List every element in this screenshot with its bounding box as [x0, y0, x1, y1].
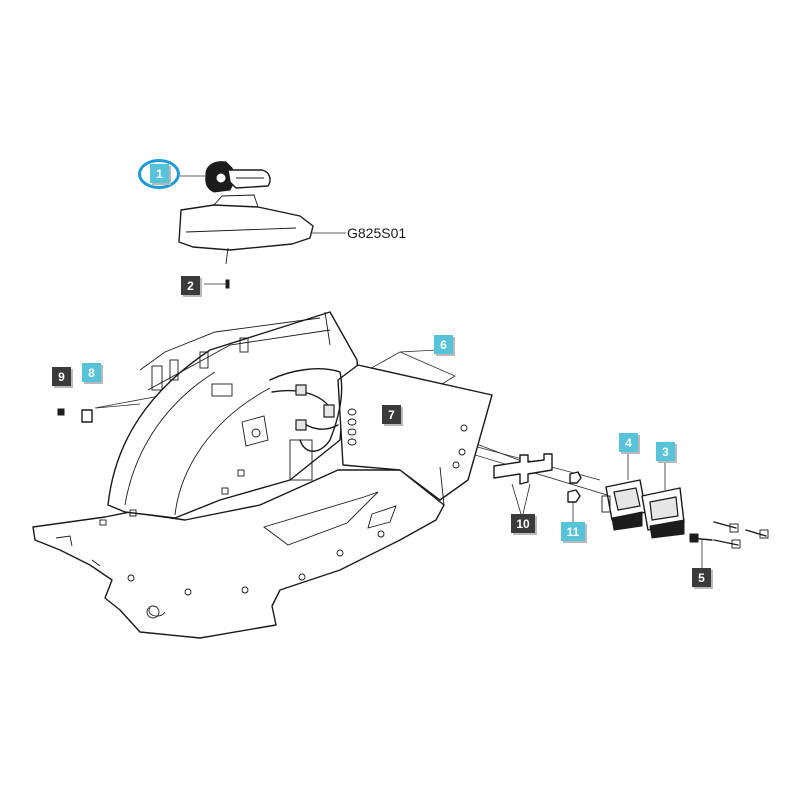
callout-10[interactable]: 10	[511, 514, 535, 533]
callout-6[interactable]: 6	[434, 335, 453, 354]
callout-5[interactable]: 5	[692, 568, 711, 587]
callout-1[interactable]: 1	[150, 164, 169, 183]
part-wheel-arch	[107, 311, 359, 519]
part-handle	[205, 161, 271, 193]
callout-9[interactable]: 9	[52, 367, 71, 386]
part-bolts	[689, 521, 769, 549]
part-small-bracket	[57, 408, 93, 423]
callout-11[interactable]: 11	[561, 522, 585, 541]
part-floor-plate	[32, 469, 445, 639]
callout-7[interactable]: 7	[382, 405, 401, 424]
part-screw	[204, 279, 230, 289]
part-mounting-bracket	[493, 453, 553, 485]
part-cover	[178, 194, 314, 265]
part-nut	[567, 471, 582, 503]
part-side-panel	[337, 364, 493, 506]
callout-4[interactable]: 4	[619, 433, 638, 452]
part-wiring-harness	[269, 368, 357, 481]
part-sensor-module	[601, 479, 647, 531]
callout-3[interactable]: 3	[656, 442, 675, 461]
callout-2[interactable]: 2	[181, 276, 200, 295]
part-code-label: G825S01	[347, 225, 407, 241]
callout-8[interactable]: 8	[82, 363, 101, 382]
highlight-ring	[138, 159, 180, 189]
part-control-module	[641, 487, 685, 539]
